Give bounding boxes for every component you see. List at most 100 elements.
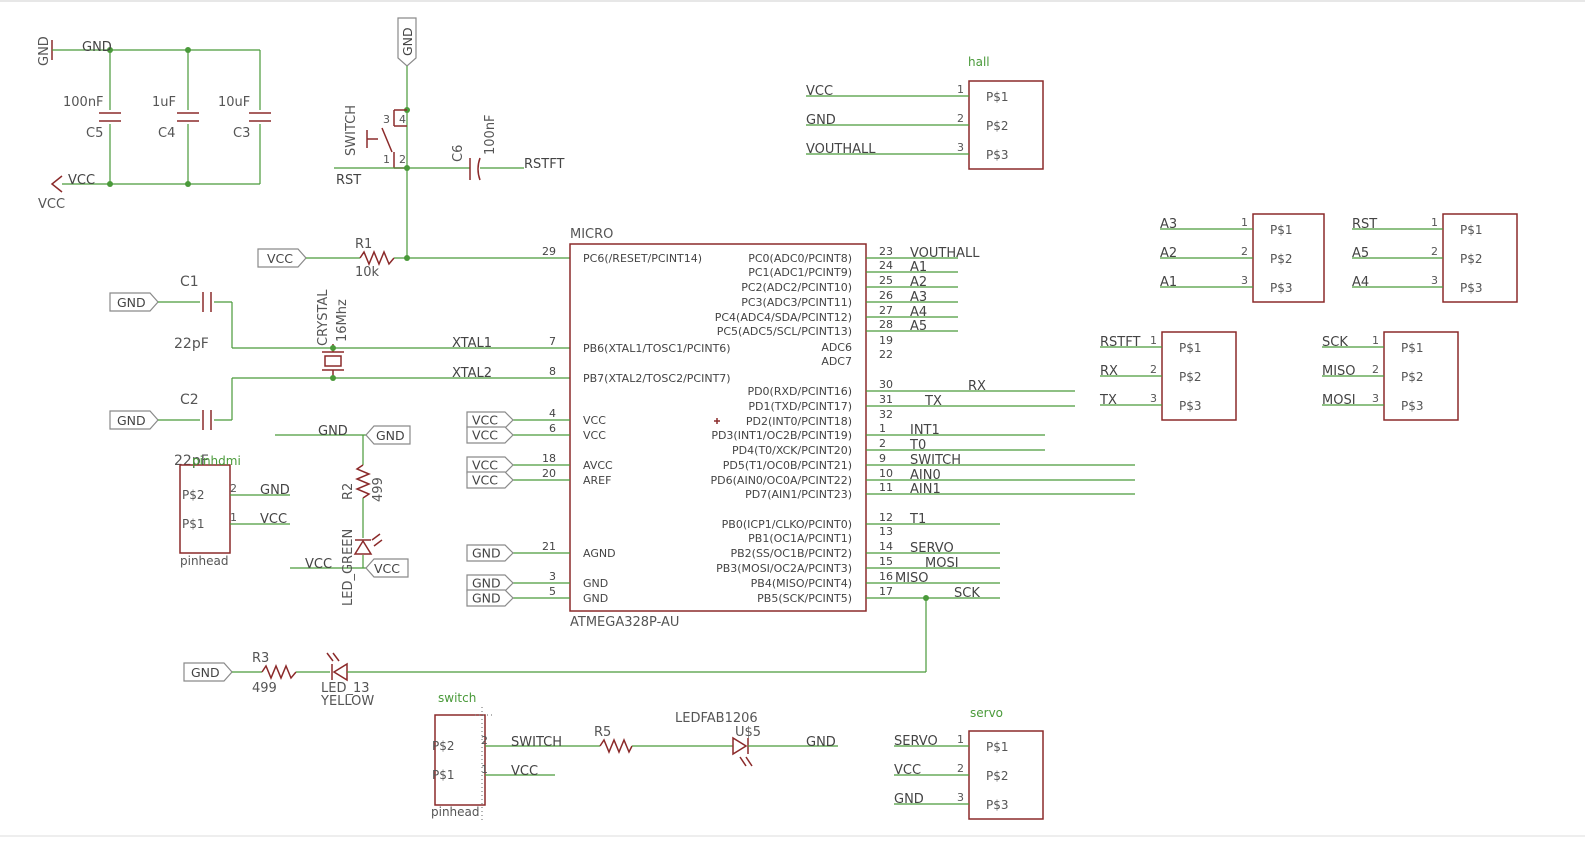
power-tag-4 [466, 411, 514, 429]
gnd-tag-led13-label: GND [191, 665, 220, 680]
micro-pin-name-5: GND [583, 592, 608, 605]
micro-pin-name-21: AGND [583, 547, 616, 560]
header-net-vcc: VCC [806, 84, 833, 99]
r2-name: R2 [341, 483, 356, 500]
micro-pin-name-4: VCC [583, 414, 606, 427]
micro-pin-name-31: PD1(TXD/PCINT17) [748, 400, 852, 413]
micro-pin-name-22: ADC7 [821, 355, 852, 368]
micro-pin-name-28: PC5(ADC5/SCL/PCINT13) [717, 325, 852, 338]
micro-net-mosi: MOSI [925, 556, 959, 571]
power-tag-5 [466, 589, 514, 607]
atmega328p-micro: MICRO ATMEGA328P-AU 29PC6(/RESET/PCINT14… [466, 227, 1135, 630]
pinhdmi-num-1: 1 [230, 511, 237, 524]
micro-pin-num-17: 17 [879, 585, 893, 598]
micro-net-t0: T0 [909, 438, 926, 453]
micro-pin-name-27: PC4(ADC4/SDA/PCINT12) [715, 311, 852, 324]
header-pin-num: 3 [1372, 392, 1379, 405]
micro-pin-name-18: AVCC [583, 459, 613, 472]
header-pin-num: 3 [957, 141, 964, 154]
header-pin-num: 1 [1372, 334, 1379, 347]
header-net-vcc: VCC [894, 763, 921, 778]
power-tag-21 [466, 544, 514, 562]
micro-net-a5: A5 [910, 319, 927, 334]
switch-pin-4: 4 [399, 113, 406, 126]
micro-net-t1: T1 [909, 512, 926, 527]
micro-pin-num-20: 20 [542, 467, 556, 480]
ledfab-name: LEDFAB1206 [675, 711, 758, 726]
header-pad: P$1 [1460, 223, 1483, 237]
c6-name: C6 [451, 145, 466, 162]
header-pad: P$1 [1270, 223, 1293, 237]
r3-name: R3 [252, 651, 269, 666]
header-net-a4: A4 [1352, 275, 1369, 290]
vcc-tag-ledgreen [365, 558, 409, 578]
c3-capacitor [249, 112, 271, 122]
gnd-tag-top-label: GND [400, 27, 415, 56]
micro-net-sck: SCK [954, 586, 980, 601]
switch-pin-2: 2 [399, 153, 406, 166]
power-tag-20 [466, 471, 514, 489]
gnd-net-label: GND [82, 40, 112, 55]
micro-pin-num-21: 21 [542, 540, 556, 553]
switch-pin-3: 3 [383, 113, 390, 126]
vcc-tag-r1 [257, 248, 307, 268]
header-net-rx: RX [1100, 364, 1118, 379]
micro-pin-name-12: PB0(ICP1/CLKO/PCINT0) [722, 518, 852, 531]
switch-header-pad-2: P$2 [432, 739, 455, 753]
rst-net-label: RST [336, 173, 361, 188]
c1-value: 22pF [174, 336, 209, 352]
micro-pin-name-19: ADC6 [821, 341, 852, 354]
header-pin-num: 3 [1241, 274, 1248, 287]
led13-circuit: GND R3 499 LED_13 YELLOW [183, 598, 927, 709]
header-pad: P$3 [1401, 399, 1424, 413]
header-pad: P$2 [1460, 252, 1483, 266]
micro-pin-num-22: 22 [879, 348, 893, 361]
vcc-tag-r1-label: VCC [267, 251, 293, 266]
micro-pin-num-1: 1 [879, 422, 886, 435]
header-pin-num: 2 [1150, 363, 1157, 376]
c1-name: C1 [180, 274, 199, 290]
micro-pin-name-11: PD7(AIN1/PCINT23) [745, 488, 852, 501]
header-label-servo: servo [970, 706, 1003, 720]
r3-value: 499 [252, 681, 277, 696]
header-pad: P$2 [1179, 370, 1202, 384]
micro-pin-name-15: PB3(MOSI/OC2A/PCINT3) [716, 562, 852, 575]
header-pad: P$1 [1179, 341, 1202, 355]
micro-pin-num-25: 25 [879, 274, 893, 287]
header-pin-num: 2 [957, 762, 964, 775]
header-pin-num: 1 [957, 733, 964, 746]
micro-label: MICRO [570, 227, 613, 242]
pinhdmi-label: pinhdmi [192, 454, 241, 468]
header-pad: P$2 [986, 119, 1009, 133]
ledfab-gnd-net: GND [806, 735, 836, 750]
switch-header-net-switch: SWITCH [511, 735, 562, 750]
micro-net-a2: A2 [910, 275, 927, 290]
header-pin-num: 2 [1431, 245, 1438, 258]
rstft-net-label: RSTFT [524, 157, 564, 172]
led-green-name: LED_GREEN [341, 529, 356, 606]
micro-pin-name-1: PD3(INT1/OC2B/PCINT19) [711, 429, 852, 442]
header-pad: P$1 [986, 90, 1009, 104]
switch-pin-1: 1 [383, 153, 390, 166]
micro-pin-num-2: 2 [879, 437, 886, 450]
c5-capacitor [99, 112, 121, 122]
micro-pin-name-30: PD0(RXD/PCINT16) [747, 385, 852, 398]
c5-name: C5 [86, 126, 103, 141]
micro-pin-num-26: 26 [879, 289, 893, 302]
micro-pin-num-24: 24 [879, 259, 893, 272]
header-pin-num: 3 [957, 791, 964, 804]
micro-pin-num-11: 11 [879, 481, 893, 494]
pinhdmi-num-2: 2 [230, 482, 237, 495]
header-pin-num: 2 [1372, 363, 1379, 376]
micro-pin-name-23: PC0(ADC0/PCINT8) [748, 252, 852, 265]
micro-net-miso: MISO [895, 571, 929, 586]
c6-value: 100nF [483, 114, 498, 155]
header-net-servo: SERVO [894, 734, 938, 749]
c4-value: 1uF [152, 95, 176, 110]
vcc-arrow-symbol [50, 175, 63, 193]
micro-net-rx: RX [968, 379, 986, 394]
micro-net-vouthall: VOUTHALL [910, 246, 980, 261]
led-green-gnd-net: GND [318, 424, 348, 439]
vcc-symbol-label: VCC [38, 197, 65, 212]
